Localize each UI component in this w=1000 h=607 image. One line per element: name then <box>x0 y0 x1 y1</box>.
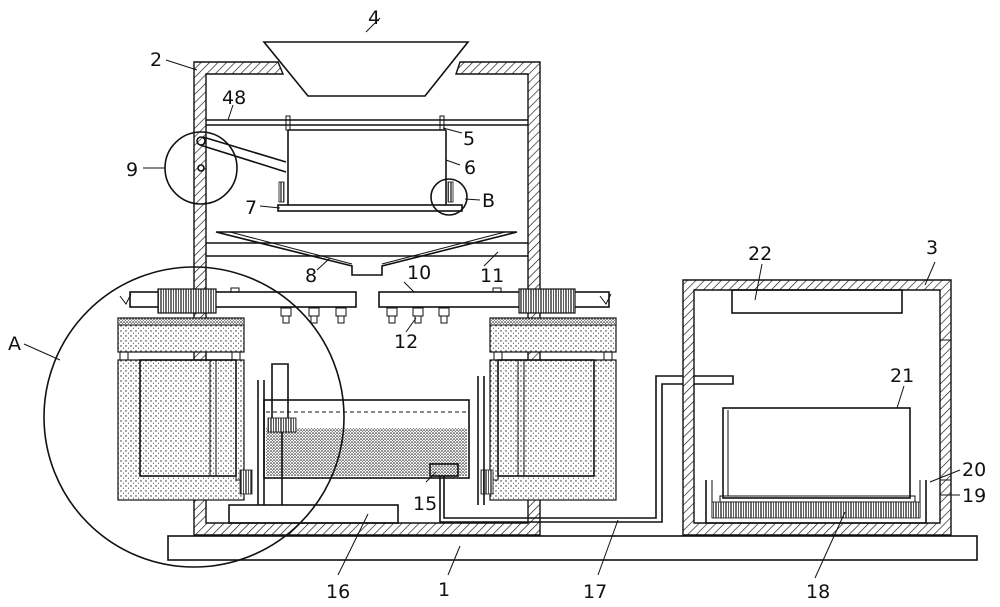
bottom-plate <box>228 504 399 524</box>
label-1: 1 <box>438 579 450 601</box>
label-a: A <box>8 333 21 355</box>
label-7: 7 <box>245 197 257 219</box>
sieve-box <box>277 115 463 212</box>
detail-circle-a <box>43 266 345 568</box>
label-9: 9 <box>126 159 138 181</box>
label-16: 16 <box>326 581 350 603</box>
spray-pipes <box>129 287 610 324</box>
right-tank <box>480 317 617 501</box>
label-19: 19 <box>962 485 986 507</box>
label-5: 5 <box>463 128 475 150</box>
label-4: 4 <box>368 7 380 29</box>
label-48: 48 <box>222 87 246 109</box>
leader-lines <box>23 17 961 579</box>
collecting-funnel <box>215 231 518 276</box>
settling-tank <box>263 363 470 505</box>
label-12: 12 <box>394 331 418 353</box>
heater <box>731 289 903 314</box>
left-tank <box>117 317 253 501</box>
detail-circle-b <box>430 178 468 216</box>
label-21: 21 <box>890 365 914 387</box>
hopper <box>262 41 470 97</box>
label-15: 15 <box>413 493 437 515</box>
collection-bin <box>722 407 911 499</box>
part-labels: 4 2 48 5 6 9 7 B 8 10 11 12 A 15 16 1 17… <box>8 7 986 603</box>
label-2: 2 <box>150 49 162 71</box>
label-11: 11 <box>480 265 504 287</box>
main-housing <box>193 61 541 536</box>
label-17: 17 <box>583 581 607 603</box>
right-spring <box>518 288 576 314</box>
label-8: 8 <box>305 265 317 287</box>
label-10: 10 <box>407 262 431 284</box>
crank-wheel <box>164 131 287 205</box>
left-spring <box>157 288 217 314</box>
label-3: 3 <box>926 237 938 259</box>
label-20: 20 <box>962 459 986 481</box>
label-6: 6 <box>464 157 476 179</box>
tray <box>705 480 927 524</box>
label-18: 18 <box>806 581 830 603</box>
base-plate <box>167 535 978 561</box>
drain-pipe <box>439 375 734 523</box>
label-22: 22 <box>748 243 772 265</box>
label-b: B <box>482 190 495 212</box>
